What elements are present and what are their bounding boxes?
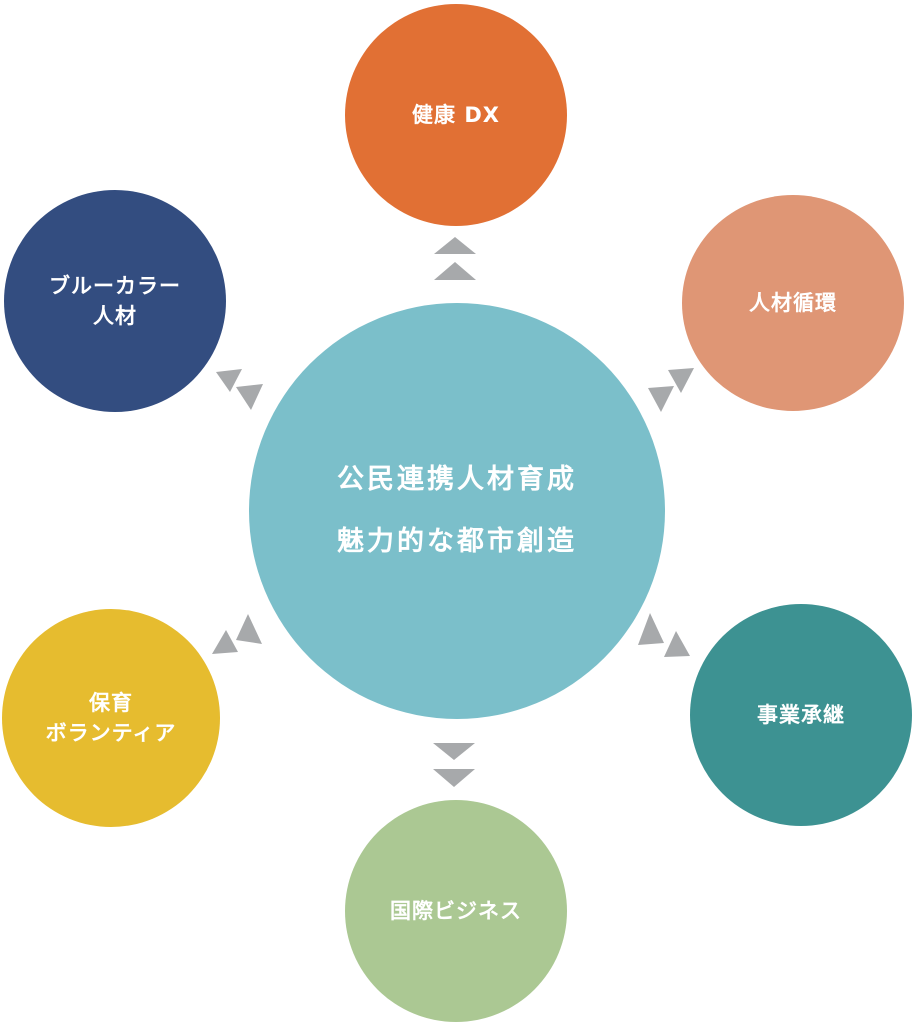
node-international-business: 国際ビジネス [345, 800, 567, 1022]
node-label: 国際ビジネス [390, 899, 522, 923]
node-blue-collar-talent: ブルーカラー 人材 [4, 190, 226, 412]
node-label-line-2: 人材 [93, 304, 137, 328]
arrow-up-right-icon [648, 386, 674, 412]
arrow-up-right-icon [668, 368, 694, 393]
center-line-2: 魅力的な都市創造 [337, 526, 577, 557]
node-business-succession: 事業承継 [690, 604, 912, 826]
arrow-down-right-icon [638, 613, 664, 645]
arrow-down-left-icon [236, 614, 262, 644]
node-label: 健康 DX [412, 103, 500, 127]
center-line-1: 公民連携人材育成 [337, 464, 577, 495]
arrow-down-icon [433, 743, 475, 760]
node-label-line-1: ブルーカラー [49, 274, 181, 298]
arrow-up-left-icon [236, 384, 263, 410]
node-label-line-2: ボランティア [45, 721, 177, 745]
arrow-up-left-icon [216, 369, 242, 392]
arrow-down-icon [433, 769, 475, 787]
node-health-dx: 健康 DX [345, 4, 567, 226]
node-label: 事業承継 [757, 703, 845, 727]
arrow-up-icon [434, 262, 476, 280]
arrow-up-icon [434, 237, 476, 254]
node-label: 人材循環 [749, 291, 837, 315]
center-circle: 公民連携人材育成 魅力的な都市創造 [249, 303, 665, 719]
node-childcare-volunteer: 保育 ボランティア [2, 609, 220, 827]
node-label-line-1: 保育 [89, 691, 133, 715]
arrow-down-left-icon [212, 630, 238, 654]
node-talent-circulation: 人材循環 [682, 195, 904, 411]
arrow-down-right-icon [664, 631, 690, 657]
